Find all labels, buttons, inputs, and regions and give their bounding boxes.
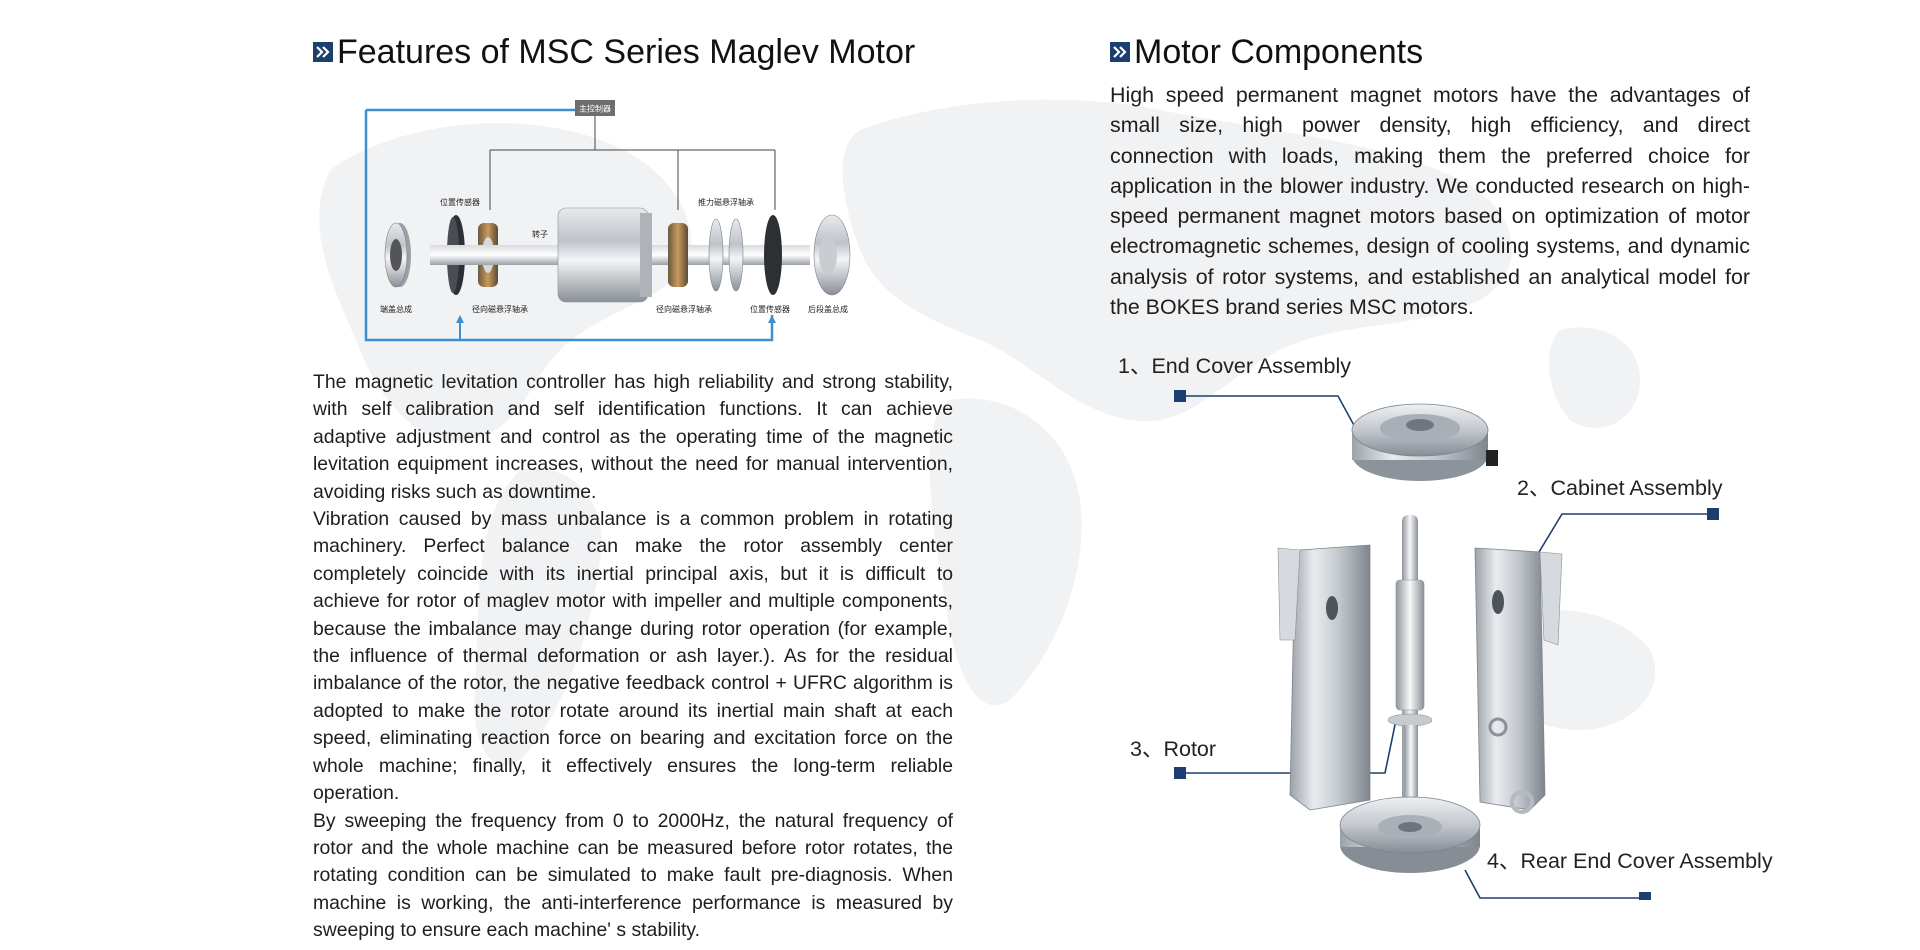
label-rear-cover: 后段盖总成 [808,304,848,314]
components-title-text: Motor Components [1134,33,1424,71]
motor-exploded-view [1174,390,1719,900]
label-radial-bearing-2: 径向磁悬浮轴承 [656,304,712,314]
double-chevron-right-icon [313,42,333,62]
label-thrust-bearing: 推力磁悬浮轴承 [698,197,754,207]
label-position-sensor-top: 位置传感器 [440,197,480,207]
features-title-text: Features of MSC Series Maglev Motor [337,33,916,71]
controller-label: 主控制器 [579,104,611,114]
label-position-sensor-bottom: 位置传感器 [750,304,790,314]
components-paragraph: High speed permanent magnet motors have … [1110,83,1750,320]
label-radial-bearing-1: 径向磁悬浮轴承 [472,304,528,314]
features-paragraph-3: By sweeping the frequency from 0 to 2000… [313,809,953,942]
features-paragraph-1: The magnetic levitation controller has h… [313,371,953,503]
component-label-cabinet: 2、Cabinet Assembly [1517,476,1723,500]
double-chevron-right-icon [1110,42,1130,62]
components-title: Motor Components [1110,32,1423,72]
component-label-rear-end-cover: 4、Rear End Cover Assembly [1487,849,1773,873]
component-label-rotor: 3、Rotor [1130,737,1217,761]
label-end-cover: 端盖总成 [380,304,412,314]
features-title: Features of MSC Series Maglev Motor [313,32,915,72]
features-body: The magnetic levitation controller has h… [313,369,953,945]
features-paragraph-2: Vibration caused by mass unbalance is a … [313,508,953,805]
label-rotor: 转子 [532,229,548,239]
component-label-end-cover: 1、End Cover Assembly [1118,354,1352,378]
maglev-system-diagram: 主控制器 位置传感器 推 [364,100,851,342]
